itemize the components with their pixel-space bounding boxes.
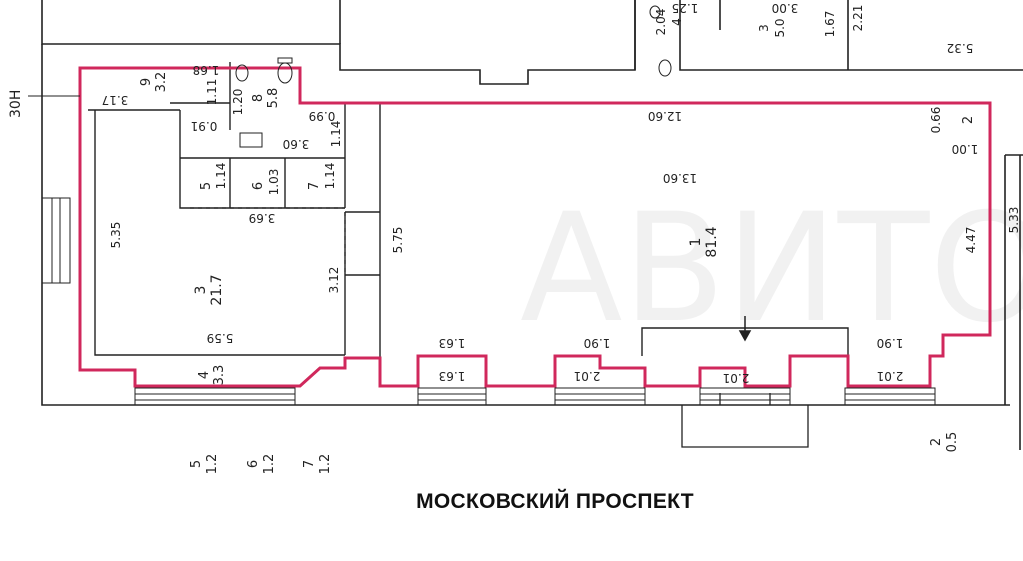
svg-text:3.3: 3.3 (212, 365, 227, 386)
room-5-label: 5 (199, 182, 214, 190)
svg-text:1.14: 1.14 (214, 163, 228, 190)
svg-text:5.0: 5.0 (773, 18, 787, 37)
svg-text:5: 5 (189, 460, 204, 468)
svg-text:1.90: 1.90 (877, 336, 904, 350)
svg-text:2.01: 2.01 (574, 369, 601, 383)
vertical-dimension-labels: 4.47 0.66 5.35 5.75 3.12 1.11 1.20 1.14 … (109, 5, 1021, 294)
svg-text:9: 9 (139, 78, 154, 86)
building-walls (41, 0, 1023, 450)
svg-text:1.2: 1.2 (318, 454, 333, 475)
svg-text:5.32: 5.32 (947, 41, 974, 55)
svg-text:2.04: 2.04 (654, 9, 668, 36)
svg-text:2.21: 2.21 (851, 5, 865, 32)
room-8-label: 8 5.8 (251, 88, 281, 109)
svg-text:1.2: 1.2 (205, 454, 220, 475)
svg-text:1.63: 1.63 (439, 369, 466, 383)
svg-text:4: 4 (197, 371, 212, 379)
svg-text:0.91: 0.91 (191, 119, 218, 133)
svg-text:1.67: 1.67 (823, 11, 837, 38)
watermark: АВИТО (520, 182, 1023, 356)
toilet-icon (235, 57, 293, 84)
svg-text:5.59: 5.59 (207, 331, 234, 345)
svg-text:1.63: 1.63 (439, 336, 466, 350)
svg-text:3.00: 3.00 (772, 1, 799, 15)
svg-text:13.60: 13.60 (663, 171, 697, 185)
side-label: 30Н (8, 90, 24, 118)
door-arrow-icon (738, 316, 752, 342)
svg-text:6: 6 (246, 460, 261, 468)
svg-text:4.47: 4.47 (964, 227, 978, 254)
svg-text:81.4: 81.4 (704, 226, 720, 257)
room-3-label: 3 21.7 (193, 274, 225, 305)
svg-text:3.12: 3.12 (327, 267, 341, 294)
svg-text:1.11: 1.11 (205, 79, 219, 106)
svg-text:1.2: 1.2 (262, 454, 277, 475)
property-outline (78, 66, 992, 388)
dashed-openings (190, 207, 346, 275)
svg-text:1.20: 1.20 (231, 89, 245, 116)
sink-icon (239, 5, 672, 148)
bottom-windows (134, 387, 936, 406)
svg-text:1.68: 1.68 (193, 63, 220, 77)
room-2-label: 2 (961, 116, 976, 124)
svg-text:5.8: 5.8 (266, 88, 281, 109)
svg-text:1.03: 1.03 (267, 169, 281, 196)
svg-text:3.2: 3.2 (154, 72, 169, 93)
svg-text:8: 8 (251, 94, 266, 102)
svg-text:21.7: 21.7 (209, 274, 225, 305)
room-7-label: 7 (307, 182, 322, 190)
svg-text:0.66: 0.66 (929, 107, 943, 134)
svg-text:5.35: 5.35 (109, 222, 123, 249)
svg-text:1.14: 1.14 (329, 121, 343, 148)
street-name: МОСКОВСКИЙ ПРОСПЕКТ (416, 490, 694, 513)
svg-text:0.99: 0.99 (309, 109, 336, 123)
svg-text:2.01: 2.01 (723, 371, 750, 385)
svg-text:5.75: 5.75 (391, 227, 405, 254)
svg-text:3.69: 3.69 (249, 211, 276, 225)
entrance-porch (681, 393, 809, 448)
svg-text:1.90: 1.90 (584, 336, 611, 350)
room-4-label: 4 3.3 (197, 365, 227, 386)
svg-text:5.33: 5.33 (1007, 207, 1021, 234)
room-1-label: 1 81.4 (688, 226, 720, 257)
svg-text:1.25: 1.25 (672, 1, 699, 15)
svg-text:0.5: 0.5 (945, 432, 960, 453)
svg-text:3: 3 (757, 24, 771, 32)
exterior-labels: 5 1.2 6 1.2 7 1.2 2 0.5 (189, 432, 960, 475)
svg-text:1.00: 1.00 (952, 142, 979, 156)
room-6-label: 6 (251, 182, 266, 190)
svg-text:3: 3 (193, 286, 209, 295)
room-9-label: 9 3.2 (139, 72, 169, 93)
svg-text:2: 2 (929, 438, 944, 446)
svg-text:1: 1 (688, 238, 704, 247)
dimension-labels: 12.60 13.60 3.69 3.60 5.59 3.17 1.68 0.9… (102, 1, 979, 385)
svg-text:12.60: 12.60 (648, 109, 682, 123)
svg-text:2.01: 2.01 (877, 369, 904, 383)
svg-text:1.14: 1.14 (323, 163, 337, 190)
svg-text:3.60: 3.60 (283, 137, 310, 151)
svg-text:7: 7 (302, 460, 317, 468)
svg-text:4: 4 (670, 18, 684, 26)
svg-text:3.17: 3.17 (102, 93, 129, 107)
left-window (41, 197, 71, 284)
